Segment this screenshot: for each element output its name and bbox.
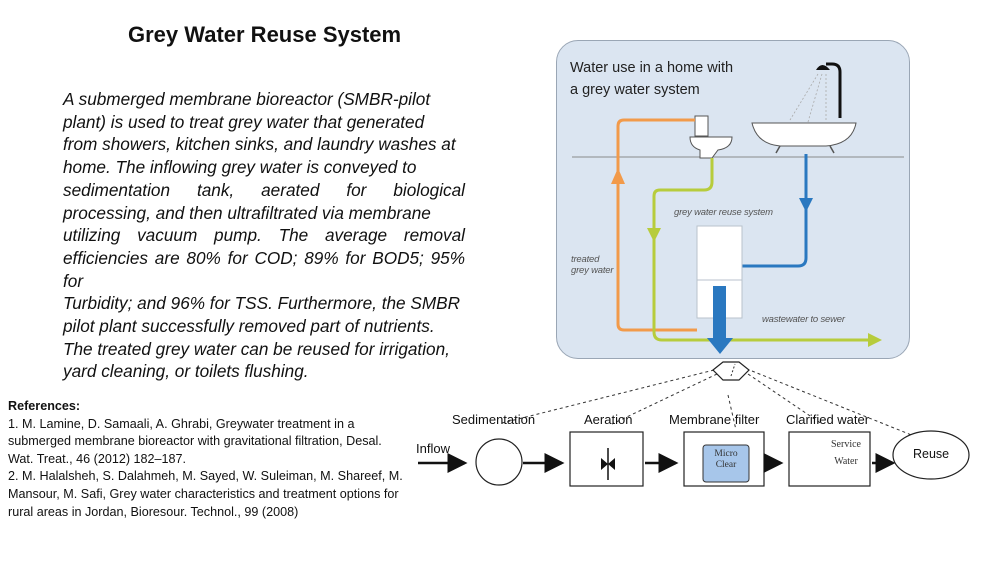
description-line: A submerged membrane bioreactor (SMBR-pi… (63, 89, 431, 109)
sedimentation-tank (475, 438, 523, 486)
bathtub-icon (751, 122, 857, 154)
treated-label-line: grey water (571, 265, 614, 276)
diagram-title-line: Water use in a home with (570, 60, 734, 76)
description-line: from showers, kitchen sinks, and laundry… (63, 134, 456, 155)
service-water-line: Service (831, 439, 861, 450)
zoom-hexagon (712, 361, 750, 381)
sewer-label: wastewater to sewer (762, 314, 845, 325)
wastewater-pipe (742, 154, 808, 268)
treated-label-line: treated (571, 254, 600, 265)
description-line: sedimentation tank, aerated for biologic… (63, 179, 465, 200)
service-water-tank (788, 431, 871, 487)
micro-clear-line: Micro (714, 449, 738, 459)
description-line: utilizing vacuum pump. The average remov… (63, 225, 465, 246)
system-label: grey water reuse system (674, 207, 773, 218)
stage-label-clarified-water: Clarified water (786, 412, 870, 427)
diagram-title-line: a grey water system (570, 82, 700, 98)
treatment-tank (696, 225, 743, 319)
description-line: processing, and then ultrafiltrated via … (63, 202, 431, 223)
reuse-node (892, 430, 970, 480)
references: References: 1. M. Lamine, D. Samaali, A.… (8, 398, 403, 521)
service-water-line: Water (834, 456, 858, 467)
description-line: efficiencies are 80% for COD; 89% for BO… (63, 247, 465, 291)
diagram-title: Water use in a home with a grey water sy… (570, 57, 733, 101)
toilet-icon (689, 115, 733, 159)
slide-title: Grey Water Reuse System (128, 22, 402, 47)
stage-label-membrane-filter: Membrane filter (669, 412, 760, 427)
stage-label-sedimentation: Sedimentation (452, 412, 536, 427)
grey-water-pipe (652, 158, 868, 342)
stage-label-aeration: Aeration (584, 412, 633, 427)
description-line: home. The inflowing grey water is convey… (63, 157, 417, 178)
description-line: plant) is used to treat grey water that … (63, 111, 425, 132)
wastewater-arrow (799, 198, 813, 212)
description-paragraph: A submerged membrane bioreactor (SMBR-pi… (63, 88, 465, 383)
micro-clear-module (702, 444, 750, 483)
references-heading: References: (8, 399, 81, 413)
treated-water-label: treated grey water (571, 254, 614, 276)
description-line: The treated grey water can be reused for… (63, 338, 450, 359)
service-water-text: Service Water (789, 436, 903, 470)
reference-item: 2. M. Halalsheh, S. Dalahmeh, M. Sayed, … (8, 469, 403, 519)
inflow-label: Inflow (416, 441, 450, 456)
zoom-lines (501, 369, 915, 437)
reuse-label: Reuse (913, 447, 950, 461)
description-line: pilot plant successfully removed part of… (63, 316, 435, 337)
description-line: Turbidity; and 96% for TSS. Furthermore,… (63, 293, 461, 314)
sewer-arrow (868, 333, 882, 347)
treated-water-pipe (616, 118, 695, 318)
shower-head-icon (789, 62, 842, 123)
aeration-tank (569, 431, 644, 487)
micro-clear-text: Micro Clear (703, 449, 749, 471)
micro-clear-line: Clear (715, 460, 737, 470)
down-flow-arrow (707, 286, 733, 354)
description-line: yard cleaning, or toilets flushing. (63, 361, 309, 382)
treated-water-arrow (611, 168, 625, 184)
valve-icon (601, 448, 615, 480)
reference-item: 1. M. Lamine, D. Samaali, A. Ghrabi, Gre… (8, 416, 382, 466)
grey-water-arrow (647, 228, 661, 242)
